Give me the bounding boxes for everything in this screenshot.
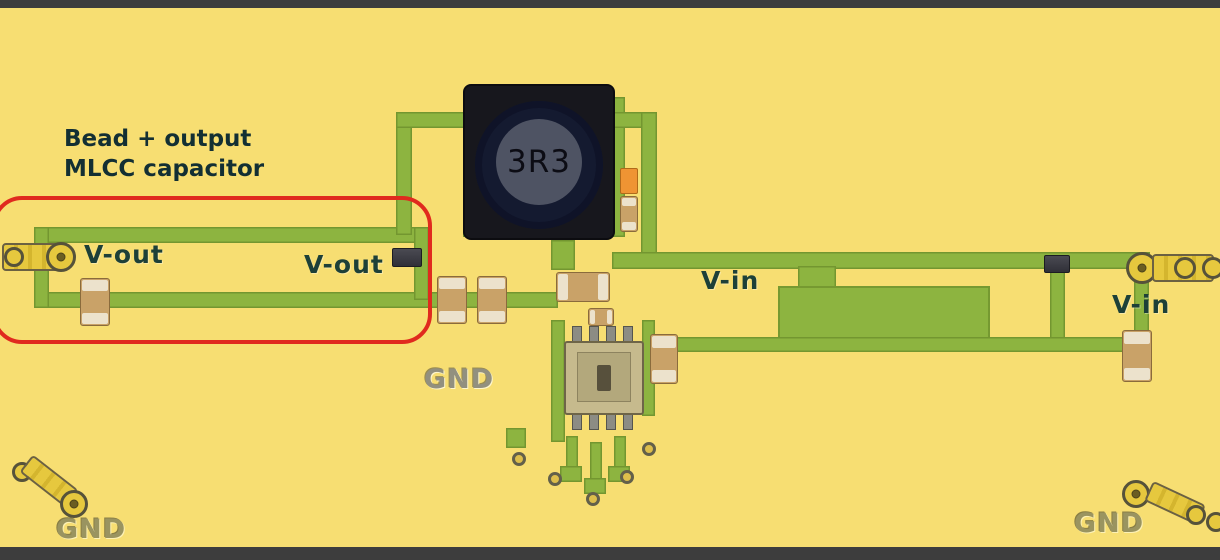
ic-pin <box>589 326 599 342</box>
label-gnd-bottom-right: GND <box>1074 508 1145 539</box>
mlcc-capacitor-vin <box>1122 330 1152 382</box>
sma-connector-gnd-left-pad <box>60 490 88 518</box>
connector-hole <box>1131 489 1141 499</box>
copper-stub-ic-3 <box>614 436 626 470</box>
sma-connector-vout-ring <box>4 247 24 267</box>
ic-pin <box>589 414 599 430</box>
ic-pin <box>572 414 582 430</box>
copper-trace-right-vertical <box>1050 262 1065 342</box>
top-border-bar <box>0 0 1220 8</box>
copper-stub-ic-2 <box>590 442 602 482</box>
mlcc-capacitor-output <box>80 278 110 326</box>
annotation-text: Bead + output MLCC capacitor <box>64 124 264 184</box>
mlcc-capacitor-sw <box>556 272 610 302</box>
mlcc-capacitor-tiny <box>620 196 638 232</box>
label-gnd-center: GND <box>424 364 495 395</box>
inductor-value-label: 3R3 <box>496 119 582 205</box>
via <box>620 470 634 484</box>
mlcc-capacitor-small <box>588 308 614 326</box>
label-vout-pad: V-out <box>84 240 164 269</box>
connector-hole <box>69 499 79 509</box>
label-vout-trace: V-out <box>304 250 384 279</box>
mlcc-capacitor-gnd-2 <box>477 276 507 324</box>
copper-trace-inductor-out-vertical <box>641 112 657 264</box>
copper-trace-vin-pad-down <box>1134 269 1149 333</box>
bottom-border-bar <box>0 547 1220 560</box>
power-inductor: 3R3 <box>465 86 613 238</box>
label-vin-pad: V-in <box>1112 290 1171 319</box>
ferrite-bead-output <box>392 248 422 267</box>
annotation-line-1: Bead + output <box>64 126 252 152</box>
sma-connector-gnd-right-ring-2 <box>1206 512 1220 532</box>
copper-trace-vin <box>612 252 1150 269</box>
ic-marking <box>597 365 611 391</box>
copper-trace-ic-left <box>551 320 565 442</box>
copper-pad-below-inductor <box>551 240 575 270</box>
copper-pad-left-square <box>506 428 526 448</box>
annotation-line-2: MLCC capacitor <box>64 156 265 182</box>
label-gnd-bottom-left: GND <box>56 514 127 545</box>
mlcc-capacitor-gnd-1 <box>437 276 467 324</box>
copper-trace-bottom-right <box>660 337 1134 352</box>
ic-pin <box>606 326 616 342</box>
ic-pin <box>606 414 616 430</box>
via <box>586 492 600 506</box>
copper-pad-ic-2 <box>584 478 606 494</box>
copper-trace-inductor-horizontal <box>396 112 480 128</box>
via <box>548 472 562 486</box>
highlight-annotation-box <box>0 196 432 344</box>
connector-hole <box>56 252 66 262</box>
copper-trace-vout-top <box>34 227 430 243</box>
copper-stub-ic-1 <box>566 436 578 470</box>
sma-connector-vin-ring-1 <box>1174 257 1196 279</box>
sma-connector-vin-ring-2 <box>1202 257 1220 279</box>
via <box>642 442 656 456</box>
regulator-ic-package <box>564 341 644 415</box>
ferrite-bead-input <box>1044 255 1070 273</box>
copper-plane-vin <box>778 286 990 344</box>
mlcc-capacitor-ic <box>650 334 678 384</box>
sma-connector-gnd-right-ring-1 <box>1186 505 1206 525</box>
label-vin-trace: V-in <box>701 266 760 295</box>
copper-pad-ic-1 <box>560 466 582 482</box>
sma-connector-vout-pad <box>46 242 76 272</box>
ic-pin <box>623 414 633 430</box>
connector-hole <box>1137 263 1147 273</box>
ic-pin <box>572 326 582 342</box>
resistor-orange <box>620 168 638 194</box>
via <box>512 452 526 466</box>
ic-pin <box>623 326 633 342</box>
